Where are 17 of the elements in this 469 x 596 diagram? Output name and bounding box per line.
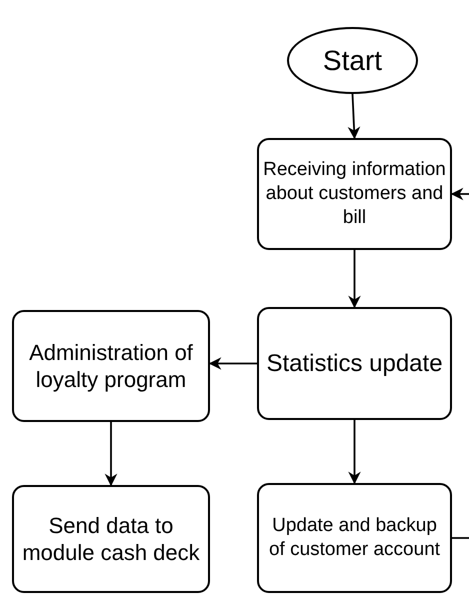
node-label: Receiving information about customers and bill	[263, 158, 446, 230]
process-box	[12, 310, 210, 422]
arrow	[348, 420, 361, 484]
process-box	[257, 307, 452, 420]
process-box	[257, 483, 452, 593]
arrow	[450, 188, 469, 200]
arrow	[104, 422, 118, 486]
arrow	[208, 357, 257, 370]
node-label: Send data to module cash deck	[21, 512, 201, 566]
node-label: Administration of loyalty program	[28, 338, 194, 394]
node-label: Update and backup of customer account	[268, 514, 442, 562]
node-label: Statistics update	[266, 348, 443, 378]
node-label: Start	[322, 44, 382, 78]
arrow	[348, 250, 361, 308]
arrow	[348, 94, 360, 140]
process-box	[257, 138, 452, 250]
process-box	[12, 485, 210, 593]
